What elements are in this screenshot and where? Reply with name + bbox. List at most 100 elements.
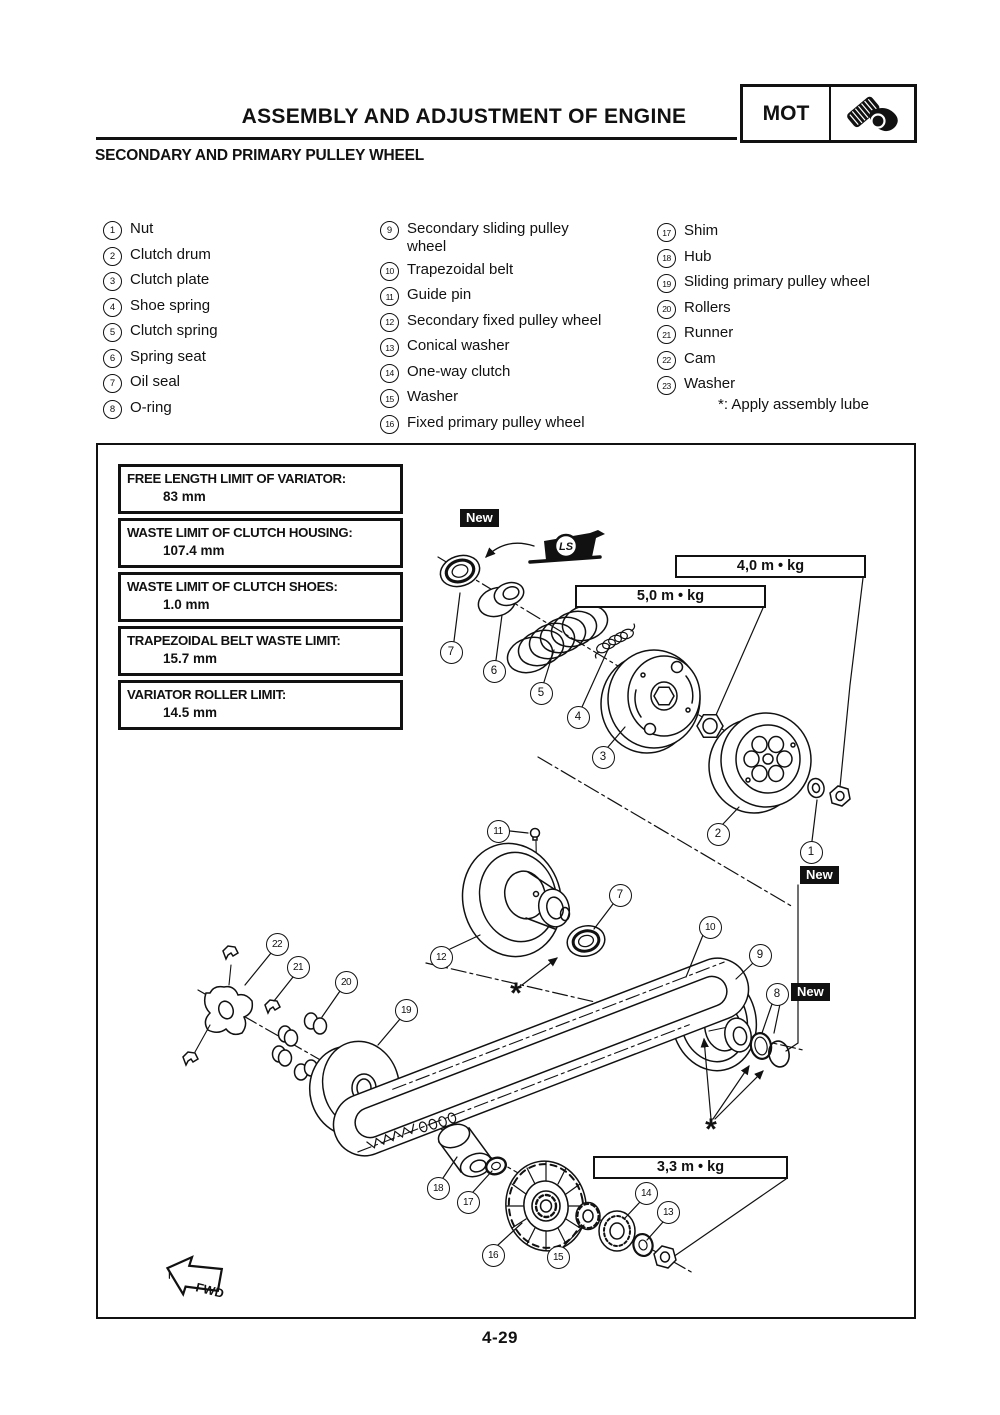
part-number-badge: 21 bbox=[657, 325, 676, 344]
part-number-badge: 14 bbox=[380, 363, 399, 383]
part-label: Shim bbox=[684, 222, 719, 239]
part-number-badge: 1 bbox=[103, 221, 122, 240]
runner-clips-21 bbox=[182, 945, 281, 1067]
oil-seal-7-top bbox=[439, 554, 481, 588]
part-number-badge: 4 bbox=[103, 297, 122, 317]
primary-nut bbox=[653, 1245, 677, 1269]
part-number-badge: 13 bbox=[380, 338, 399, 357]
callout-4: 4 bbox=[566, 705, 590, 729]
callout-5: 5 bbox=[529, 681, 553, 705]
torque-label: 4,0 m • kg bbox=[675, 555, 866, 578]
part-label: Clutch drum bbox=[130, 245, 211, 263]
part-label: Washer bbox=[407, 388, 459, 405]
part-number-badge: 16 bbox=[380, 414, 399, 434]
chapter-tag-box: MOT bbox=[740, 84, 917, 143]
callout-7: 7 bbox=[439, 640, 463, 664]
part-label: One-way clutch bbox=[407, 362, 511, 380]
part-label: Nut bbox=[130, 220, 154, 237]
one-way-clutch-14 bbox=[598, 1210, 636, 1252]
spec-title: WASTE LIMIT OF CLUTCH HOUSING: bbox=[127, 525, 353, 540]
part-label: Trapezoidal belt bbox=[407, 260, 514, 278]
callout-11: 11 bbox=[486, 819, 510, 843]
part-label: Clutch plate bbox=[130, 271, 210, 288]
part-label: Spring seat bbox=[130, 347, 206, 365]
part-label: Clutch spring bbox=[130, 322, 218, 339]
parts-list-item: 14 One-way clutch bbox=[380, 363, 652, 383]
cam-22 bbox=[194, 964, 254, 1053]
hub-18 bbox=[437, 1123, 493, 1178]
leader-lines bbox=[244, 592, 818, 1248]
lube-type-label: LS bbox=[559, 541, 574, 553]
callout-7: 7 bbox=[608, 883, 632, 907]
spec-box: VARIATOR ROLLER LIMIT:14.5 mm bbox=[118, 680, 403, 730]
callout-9: 9 bbox=[748, 943, 772, 967]
part-label: Cam bbox=[684, 349, 716, 367]
section-title: SECONDARY AND PRIMARY PULLEY WHEEL bbox=[95, 147, 425, 164]
callout-14: 14 bbox=[634, 1181, 658, 1205]
part-number-badge: 12 bbox=[380, 312, 399, 332]
part-label: Hub bbox=[684, 247, 712, 265]
clutch-nut bbox=[696, 713, 724, 739]
spec-value: 15.7 mm bbox=[163, 651, 218, 666]
callout-13: 13 bbox=[656, 1200, 680, 1224]
part-number-badge: 23 bbox=[657, 376, 676, 395]
nut-1 bbox=[829, 785, 851, 807]
new-part-label: New bbox=[800, 866, 839, 884]
chapter-tag: MOT bbox=[743, 87, 831, 140]
spec-value: 107.4 mm bbox=[163, 543, 225, 558]
new-part-label: New bbox=[791, 983, 830, 1001]
part-label: Guide pin bbox=[407, 286, 472, 303]
callout-19: 19 bbox=[394, 998, 418, 1022]
part-label: Runner bbox=[684, 324, 734, 341]
engine-icon bbox=[831, 87, 914, 140]
part-number-badge: 22 bbox=[657, 350, 676, 370]
oil-can-icon bbox=[485, 530, 605, 564]
oil-seal-7-middle bbox=[566, 924, 606, 958]
part-label: O-ring bbox=[130, 398, 172, 416]
part-number-badge: 2 bbox=[103, 246, 122, 266]
callout-6: 6 bbox=[482, 659, 506, 683]
part-label: Washer bbox=[684, 375, 736, 392]
part-number-badge: 15 bbox=[380, 389, 399, 408]
callout-22: 22 bbox=[265, 932, 289, 956]
asterisk-arrows bbox=[521, 957, 764, 1120]
secondary-fixed-pulley-12 bbox=[461, 842, 571, 958]
page-title: ASSEMBLY AND ADJUSTMENT OF ENGINE bbox=[241, 105, 687, 128]
asterisk-marker: * bbox=[510, 977, 522, 1010]
parts-list-item: 2 Clutch drum bbox=[103, 246, 368, 266]
parts-list-item: 18 Hub bbox=[657, 248, 929, 268]
part-number-badge: 18 bbox=[657, 248, 676, 268]
part-label: Secondary sliding pulley wheel bbox=[407, 220, 569, 255]
part-number-badge: 17 bbox=[657, 223, 676, 242]
callout-15: 15 bbox=[546, 1245, 570, 1269]
spec-title: VARIATOR ROLLER LIMIT: bbox=[127, 687, 286, 702]
diagram-drawing: LS FWD bbox=[165, 530, 864, 1301]
spec-title: WASTE LIMIT OF CLUTCH SHOES: bbox=[127, 579, 338, 594]
callout-21: 21 bbox=[286, 955, 310, 979]
callout-12: 12 bbox=[429, 945, 453, 969]
part-number-badge: 19 bbox=[657, 274, 676, 293]
callout-2: 2 bbox=[706, 822, 730, 846]
clutch-spring-5 bbox=[506, 604, 609, 674]
callout-20: 20 bbox=[334, 970, 358, 994]
spec-title: FREE LENGTH LIMIT OF VARIATOR: bbox=[127, 471, 346, 486]
part-number-badge: 3 bbox=[103, 272, 122, 291]
callout-16: 16 bbox=[481, 1243, 505, 1267]
header-rule bbox=[96, 137, 737, 140]
parts-list-item: 3 Clutch plate bbox=[103, 271, 368, 291]
part-label: Oil seal bbox=[130, 373, 181, 390]
fwd-arrow bbox=[165, 1255, 224, 1297]
callout-3: 3 bbox=[591, 745, 615, 769]
page-number: 4-29 bbox=[481, 1328, 519, 1347]
